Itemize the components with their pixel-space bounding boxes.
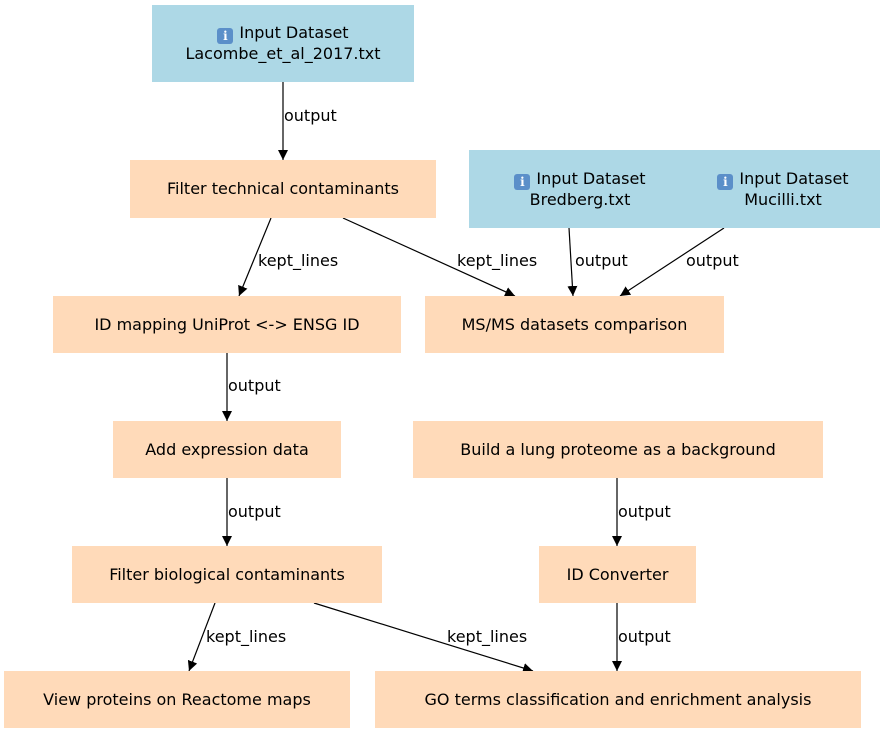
node-filter-technical-contaminants-label: Filter technical contaminants [166, 179, 399, 198]
node-go-terms-analysis[interactable]: GO terms classification and enrichment a… [375, 671, 861, 728]
node-lung-proteome-background[interactable]: Build a lung proteome as a background [413, 421, 823, 478]
edge-label-3: output [575, 251, 628, 270]
edge-1-line [238, 217, 272, 297]
info-icon: i [217, 28, 234, 44]
node-input-bredberg-title: Input Dataset [536, 168, 646, 188]
node-add-expression-data[interactable]: Add expression data [113, 421, 341, 478]
node-lung-proteome-background-label: Build a lung proteome as a background [460, 439, 776, 459]
node-id-converter-label: ID Converter [566, 564, 669, 584]
node-msms-comparison[interactable]: MS/MS datasets comparison [425, 296, 724, 353]
edge-label-5: output [228, 376, 281, 395]
node-input-lacombe[interactable]: i Input Dataset Lacombe_et_al_2017.txt [152, 5, 414, 82]
node-reactome-maps-label: View proteins on Reactome maps [43, 689, 311, 709]
edge-label-4: output [686, 251, 739, 270]
info-icon: i [514, 173, 531, 190]
node-filter-technical-contaminants[interactable]: Filter technical contaminants [130, 160, 436, 218]
edge-label-9: kept_lines [447, 627, 528, 646]
node-reactome-maps[interactable]: View proteins on Reactome maps [4, 671, 350, 728]
node-input-bredberg[interactable]: i Input Dataset Bredberg.txt [469, 150, 691, 228]
node-msms-comparison-label: MS/MS datasets comparison [461, 314, 688, 334]
edge-label-7: output [618, 502, 671, 521]
node-id-mapping-label: ID mapping UniProt <-> ENSG ID [94, 314, 360, 334]
node-go-terms-analysis-label: GO terms classification and enrichment a… [424, 689, 812, 709]
node-input-bredberg-title-row: i Input Dataset [514, 168, 646, 190]
node-input-lacombe-title-row: i Input Dataset [217, 23, 349, 44]
edge-label-2: kept_lines [457, 251, 538, 270]
edge-label-8: kept_lines [206, 627, 287, 646]
node-filter-biological-contaminants-label: Filter biological contaminants [109, 564, 345, 584]
node-input-mucilli-subtitle: Mucilli.txt [744, 189, 822, 209]
node-input-lacombe-title: Input Dataset [239, 23, 349, 42]
node-filter-biological-contaminants[interactable]: Filter biological contaminants [72, 546, 382, 603]
edge-label-10: output [618, 627, 671, 646]
edge-8-line [187, 602, 216, 672]
edge-label-1: kept_lines [258, 251, 339, 270]
edge-label-6: output [228, 502, 281, 521]
node-input-lacombe-subtitle: Lacombe_et_al_2017.txt [185, 44, 381, 63]
edge-2-line [342, 217, 516, 297]
node-input-mucilli-title-row: i Input Dataset [717, 168, 849, 190]
edge-4-line [619, 227, 725, 297]
edge-label-0: output [284, 106, 337, 125]
node-input-mucilli[interactable]: i Input Dataset Mucilli.txt [686, 150, 880, 228]
edge-3-line [567, 227, 578, 297]
node-id-converter[interactable]: ID Converter [539, 546, 696, 603]
node-id-mapping[interactable]: ID mapping UniProt <-> ENSG ID [53, 296, 401, 353]
node-input-bredberg-subtitle: Bredberg.txt [529, 189, 631, 209]
info-icon: i [717, 173, 734, 190]
node-input-mucilli-title: Input Dataset [739, 168, 849, 188]
node-add-expression-data-label: Add expression data [145, 439, 309, 459]
edge-9-line [313, 602, 534, 673]
